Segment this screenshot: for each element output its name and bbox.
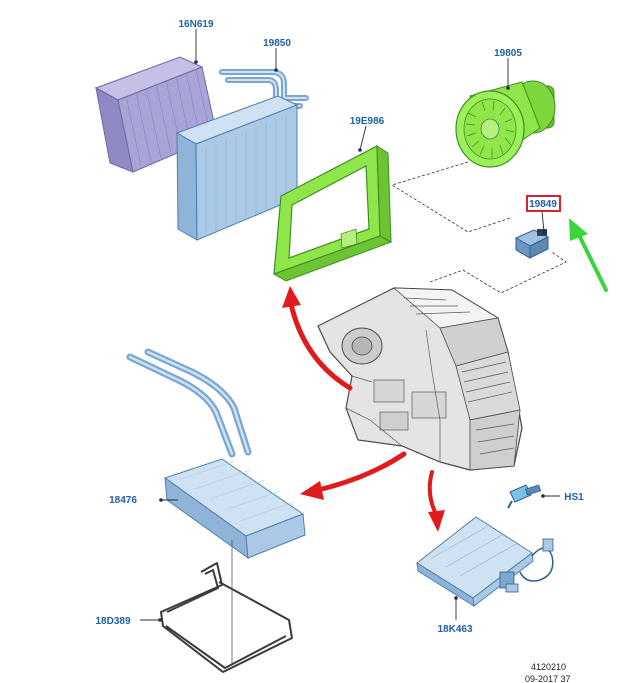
evaporator-core[interactable] [175, 69, 309, 241]
evaporator-seal-frame[interactable] [272, 145, 393, 282]
module-18k463[interactable] [416, 516, 554, 607]
blower-resistor[interactable] [514, 229, 550, 259]
leader-dots [158, 60, 546, 622]
callout-18476[interactable]: 18476 [109, 495, 137, 506]
heater-core-tubes [126, 348, 252, 458]
figure-date: 09-2017 37 [525, 674, 571, 683]
red-arrow-left [315, 451, 407, 493]
leader-lines [140, 29, 560, 621]
callout-19805[interactable]: 19805 [494, 48, 522, 59]
heater-core[interactable] [163, 458, 306, 560]
red-arrows [282, 286, 445, 532]
callout-hs1[interactable]: HS1 [564, 492, 584, 503]
callout-19850[interactable]: 19850 [263, 38, 291, 49]
callout-19e986[interactable]: 19E986 [350, 116, 385, 127]
heater-core-bracket[interactable] [160, 562, 293, 673]
red-arrow-up [288, 301, 353, 391]
sensor-hs1[interactable] [507, 484, 542, 509]
callout-18d389[interactable]: 18D389 [95, 616, 130, 627]
hvac-housing[interactable] [317, 287, 523, 471]
location-dashed-lines [391, 161, 567, 294]
callout-16n619[interactable]: 16N619 [178, 19, 213, 30]
red-arrow-down [427, 470, 438, 516]
blower-motor[interactable] [455, 80, 556, 168]
highlight-box-19849 [526, 195, 561, 212]
callout-18k463[interactable]: 18K463 [437, 624, 472, 635]
callout-19849[interactable]: 19849 [529, 199, 557, 210]
green-arrow [569, 218, 608, 292]
figure-id: 4120210 [531, 662, 566, 672]
